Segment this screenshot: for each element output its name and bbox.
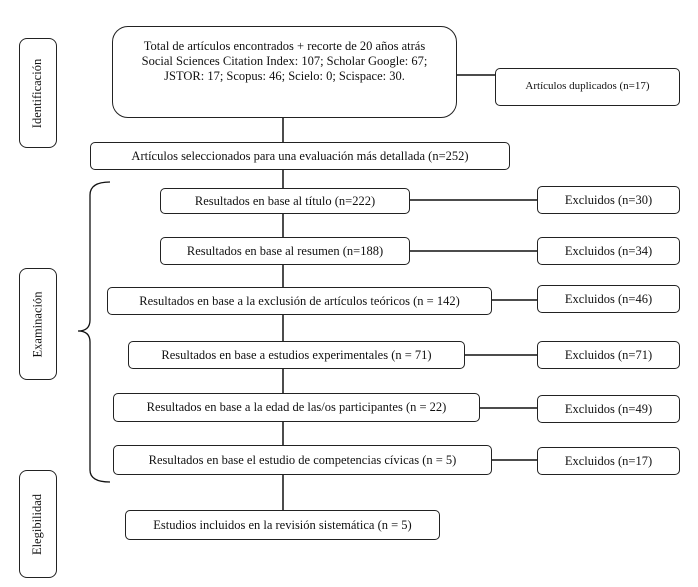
stage-label: Identificación	[30, 58, 45, 128]
sources-line: Social Sciences Citation Index: 107; Sch…	[141, 54, 428, 68]
excluded-box: Excluidos (n=30)	[537, 186, 680, 214]
total-articles-box: Total de artículos encontrados + recorte…	[112, 26, 457, 118]
step-box-abstract: Resultados en base al resumen (n=188)	[160, 237, 410, 265]
step-box-civic: Resultados en base el estudio de compete…	[113, 445, 492, 475]
selected-box: Artículos seleccionados para una evaluac…	[90, 142, 510, 170]
stage-label: Examinación	[30, 291, 45, 357]
excluded-box: Excluidos (n=17)	[537, 447, 680, 475]
stage-label: Elegibilidad	[30, 493, 45, 555]
stage-examinacion: Examinación	[19, 268, 57, 380]
step-box-title: Resultados en base al título (n=222)	[160, 188, 410, 214]
included-box: Estudios incluidos en la revisión sistem…	[125, 510, 440, 540]
duplicates-box: Artículos duplicados (n=17)	[495, 68, 680, 106]
excluded-box: Excluidos (n=34)	[537, 237, 680, 265]
brace	[77, 181, 111, 483]
step-box-age: Resultados en base a la edad de las/os p…	[113, 393, 480, 422]
stage-identificacion: Identificación	[19, 38, 57, 148]
excluded-box: Excluidos (n=46)	[537, 285, 680, 313]
step-box-theoretical: Resultados en base a la exclusión de art…	[107, 287, 492, 315]
step-box-experimental: Resultados en base a estudios experiment…	[128, 341, 465, 369]
stage-elegibilidad: Elegibilidad	[19, 470, 57, 578]
excluded-box: Excluidos (n=49)	[537, 395, 680, 423]
sources-line: JSTOR: 17; Scopus: 46; Scielo: 0; Scispa…	[164, 69, 405, 83]
total-title: Total de artículos encontrados + recorte…	[143, 39, 426, 53]
excluded-box: Excluidos (n=71)	[537, 341, 680, 369]
